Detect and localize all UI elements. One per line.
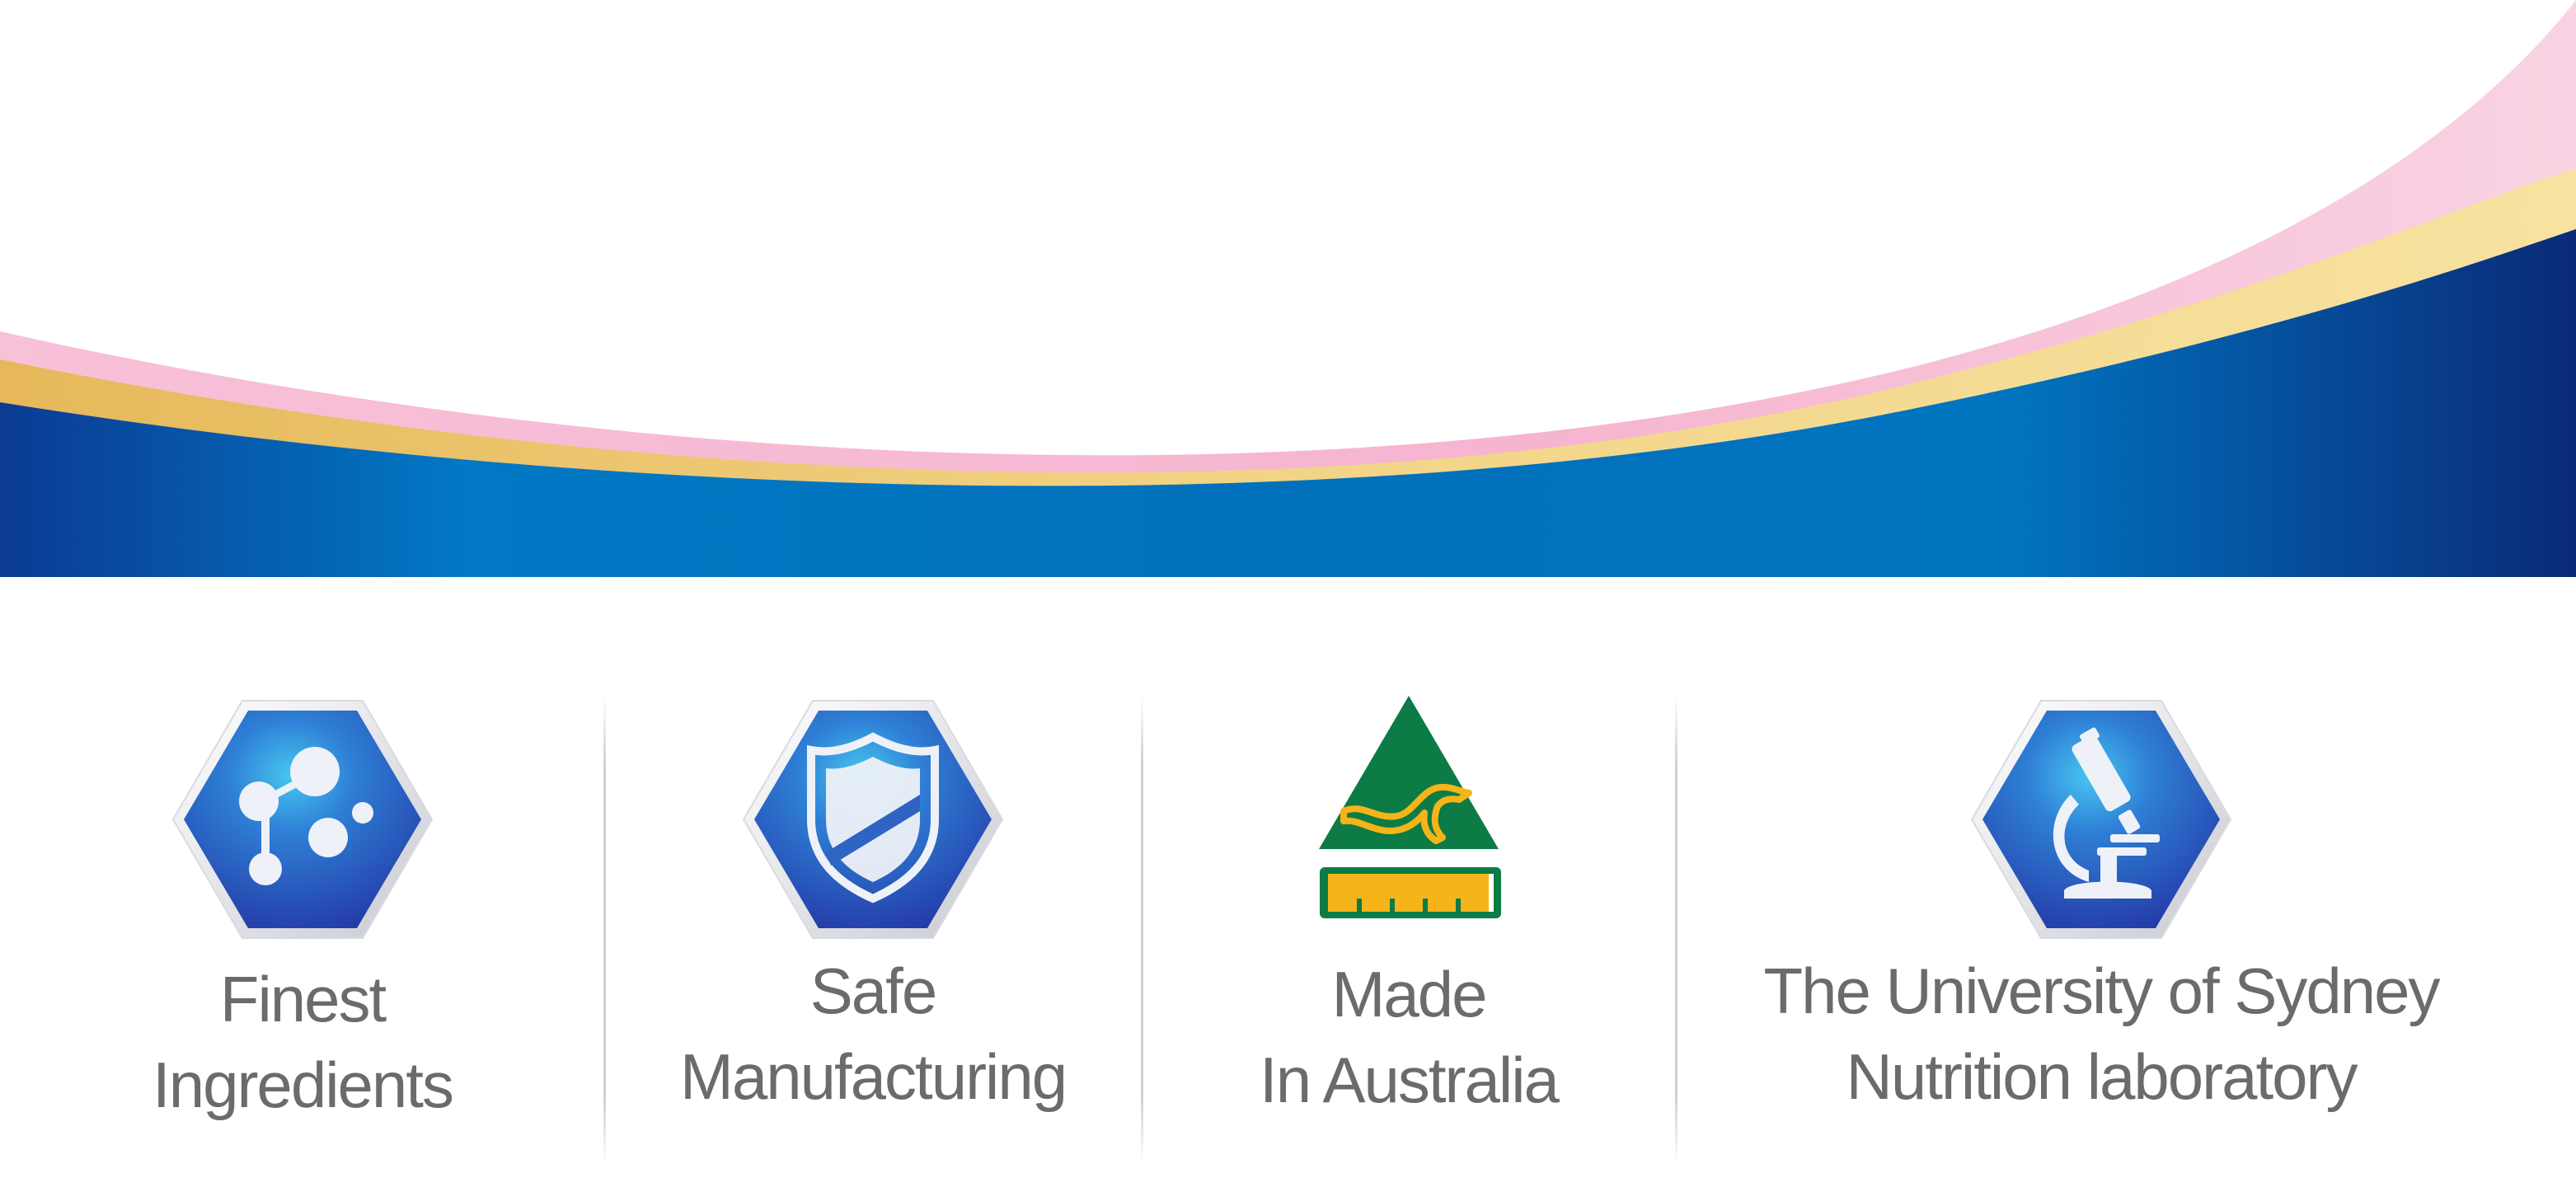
feature-finest-ingredients: Finest Ingredients <box>0 676 605 1171</box>
divider <box>1141 696 1143 1166</box>
kangaroo-triangle-icon <box>1319 696 1501 918</box>
feature-label: Safe Manufacturing <box>605 948 1141 1119</box>
feature-label-line2: Ingredients <box>152 1049 454 1121</box>
feature-label: Made In Australia <box>1143 951 1675 1123</box>
divider <box>603 696 606 1166</box>
feature-list: Finest Ingredients <box>0 676 2576 1171</box>
feature-label-line1: Finest <box>219 963 387 1035</box>
wave-banner <box>0 0 2576 577</box>
feature-label: Finest Ingredients <box>0 956 605 1128</box>
molecule-icon <box>171 700 434 939</box>
feature-university-of-sydney: The University of Sydney Nutrition labor… <box>1677 676 2526 1171</box>
feature-label-line1: Safe <box>809 955 937 1027</box>
microscope-icon <box>1970 700 2232 939</box>
divider <box>1675 696 1677 1166</box>
blue-wave <box>0 229 2576 577</box>
feature-safe-manufacturing: Safe Manufacturing <box>605 676 1141 1171</box>
feature-label-line1: Made <box>1331 958 1487 1030</box>
feature-label-line2: Nutrition laboratory <box>1846 1040 2358 1113</box>
feature-label: The University of Sydney Nutrition labor… <box>1677 948 2526 1119</box>
feature-label-line2: Manufacturing <box>679 1040 1067 1113</box>
shield-icon <box>742 700 1004 939</box>
feature-label-line1: The University of Sydney <box>1763 955 2440 1027</box>
feature-label-line2: In Australia <box>1260 1044 1560 1116</box>
feature-made-in-australia: Made In Australia <box>1143 676 1675 1171</box>
